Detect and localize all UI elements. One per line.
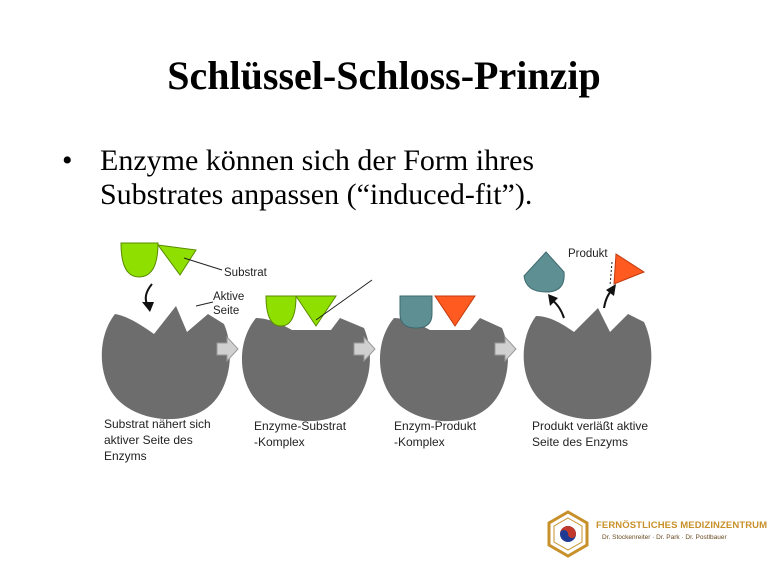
label-produkt: Produkt: [568, 248, 608, 260]
caption-step-1-line: Substrat nähert sich: [104, 417, 211, 431]
process-arrow-1: [216, 335, 239, 363]
caption-step-2: Enzyme-Substrat -Komplex: [254, 418, 346, 450]
caption-step-1: Substrat nähert sich aktiver Seite des E…: [104, 416, 211, 464]
bullet-line-2: Substrates anpassen (“induced-fit”).: [100, 178, 533, 211]
bullet-line-1: Enzyme können sich der Form ihres: [100, 144, 535, 177]
substrate-1: [120, 242, 197, 278]
clinic-name: FERNÖSTLICHES MEDIZINZENTRUM: [596, 520, 768, 531]
release-arrowhead-right: [606, 284, 616, 296]
caption-step-3: Enzym-Produkt -Komplex: [394, 418, 476, 450]
release-arrowhead-left: [548, 294, 558, 306]
produkt-pointer-line: [609, 261, 613, 287]
caption-step-1-line: Enzyms: [104, 449, 147, 463]
release-arrow-left: [551, 299, 565, 319]
process-arrow-2: [353, 335, 376, 363]
process-arrow-3: [494, 335, 517, 363]
caption-step-3-line: Enzym-Produkt: [394, 419, 477, 433]
label-aktive: Aktive: [213, 291, 245, 303]
caption-step-2-line: Enzyme-Substrat: [254, 419, 347, 433]
label-substrat: Substrat: [224, 267, 267, 279]
active-site-pointer-line: [195, 301, 214, 307]
enzyme-4: [523, 308, 652, 420]
caption-step-1-line: aktiver Seite des: [104, 433, 193, 447]
enzyme-1: [101, 306, 230, 420]
clinic-logo-text: FERNÖSTLICHES MEDIZINZENTRUM Dr. Stocken…: [596, 520, 768, 541]
clinic-logo-emblem: [547, 510, 589, 558]
product-teal: [523, 251, 565, 293]
bullet-symbol: •: [62, 144, 73, 177]
enzyme-substrate-complex: [265, 295, 337, 327]
substrat-pointer-line: [183, 257, 223, 271]
caption-step-4-line: Seite des Enzyms: [532, 435, 629, 449]
bullet-text: Enzyme können sich der Form ihres Substr…: [100, 144, 700, 212]
caption-step-2-line: -Komplex: [254, 435, 305, 449]
slide-title: Schlüssel-Schloss-Prinzip: [167, 53, 601, 98]
enzyme-product-complex: [399, 295, 476, 329]
enzyme-3: [379, 318, 508, 422]
enzyme-2: [241, 318, 370, 422]
caption-step-3-line: -Komplex: [394, 435, 445, 449]
label-seite: Seite: [213, 305, 240, 317]
product-orange: [613, 253, 646, 285]
approach-arrowhead: [142, 302, 154, 312]
clinic-doctors: Dr. Stockenreiter · Dr. Park · Dr. Postl…: [602, 534, 727, 541]
label-aktive-seite: Aktive Seite: [213, 290, 244, 318]
caption-step-4: Produkt verläßt aktive Seite des Enzyms: [532, 418, 648, 450]
caption-step-4-line: Produkt verläßt aktive: [532, 419, 649, 433]
complex-pointer-line: [315, 279, 373, 321]
